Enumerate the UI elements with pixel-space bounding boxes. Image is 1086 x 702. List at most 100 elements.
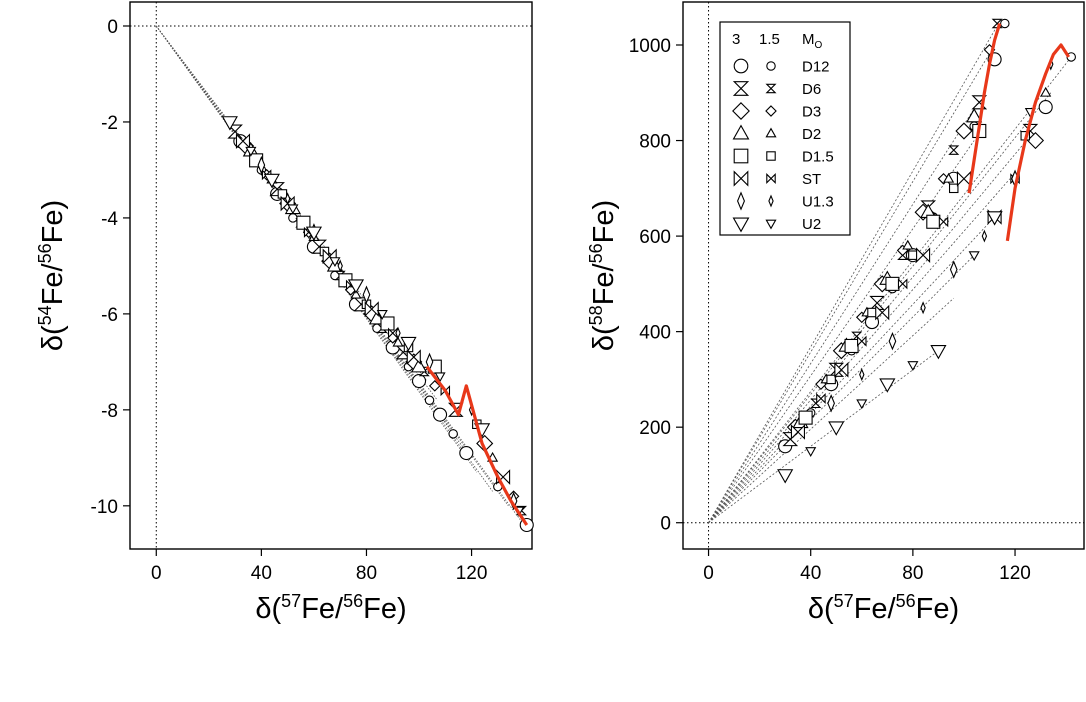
data-point <box>392 336 404 347</box>
legend-symbol-small <box>766 61 776 71</box>
y-tick-label: 0 <box>107 17 118 38</box>
legend-symbol-large <box>732 217 750 233</box>
data-point <box>380 316 395 331</box>
y-tick-label: -2 <box>101 113 118 134</box>
data-point <box>235 133 251 149</box>
legend-symbol-small <box>766 151 776 161</box>
legend-label: ST <box>802 171 821 188</box>
data-point <box>981 229 988 243</box>
data-point <box>805 447 817 458</box>
data-point <box>1038 100 1053 115</box>
highlight-line <box>967 23 1002 194</box>
x-axis-label: δ(57Fe/56Fe) <box>255 591 406 625</box>
data-point <box>897 278 908 290</box>
highlight-line <box>1005 43 1071 242</box>
legend-header-col1: 3 <box>732 31 740 48</box>
fan-line <box>708 216 995 523</box>
data-point <box>790 424 805 440</box>
data-point <box>350 288 362 299</box>
legend-label: D3 <box>802 104 821 121</box>
x-tick-label: 80 <box>902 563 923 584</box>
data-point <box>221 116 238 131</box>
x-tick-label: 120 <box>456 563 488 584</box>
data-point <box>844 338 859 354</box>
data-point <box>245 146 257 157</box>
data-point <box>826 374 836 385</box>
legend-label: U1.3 <box>802 194 834 211</box>
data-point <box>968 251 980 262</box>
legend-symbol-large <box>732 124 750 140</box>
data-point <box>867 307 877 318</box>
data-point <box>432 407 448 422</box>
data-point <box>410 358 428 373</box>
data-point <box>827 394 835 413</box>
y-tick-label: -8 <box>101 401 118 422</box>
data-point <box>376 309 388 320</box>
y-tick-label: 800 <box>639 132 671 153</box>
legend-symbol-large <box>737 191 745 211</box>
x-axis-label: δ(57Fe/56Fe) <box>808 591 959 625</box>
data-point <box>1026 131 1045 150</box>
fan-line <box>708 350 939 524</box>
data-point <box>305 226 323 241</box>
data-point <box>395 326 401 340</box>
data-point <box>926 214 941 229</box>
x-tick-label: 120 <box>999 563 1031 584</box>
data-point <box>908 250 918 260</box>
y-tick-label: -6 <box>101 305 118 326</box>
data-point <box>296 215 311 230</box>
y-axis-label: δ(58Fe/56Fe) <box>586 200 620 351</box>
x-tick-label: 80 <box>356 563 377 584</box>
y-axis-label: δ(54Fe/56Fe) <box>35 200 69 351</box>
data-point <box>428 380 441 392</box>
data-point <box>337 259 343 273</box>
legend-symbol-large <box>733 170 749 187</box>
data-point <box>859 368 865 382</box>
data-point <box>257 155 266 175</box>
data-point <box>885 276 900 291</box>
data-point <box>364 301 379 317</box>
legend-symbol-small <box>765 219 777 230</box>
fan-line <box>708 178 1011 523</box>
fan-line <box>708 44 995 523</box>
data-point <box>948 183 959 194</box>
data-point <box>902 239 914 250</box>
data-point <box>955 122 973 140</box>
data-point <box>930 344 947 360</box>
data-point <box>448 429 458 439</box>
y-tick-label: -10 <box>91 497 118 518</box>
data-point <box>777 469 794 484</box>
legend-label: U2 <box>802 216 821 233</box>
legend-label: D6 <box>802 81 821 98</box>
data-point <box>888 331 897 351</box>
y-tick-label: 600 <box>639 227 671 248</box>
data-point <box>816 392 826 405</box>
y-tick-label: 1000 <box>629 36 671 57</box>
data-point <box>227 124 243 139</box>
legend-label: D1.5 <box>802 149 834 166</box>
legend-symbol-small <box>768 194 774 208</box>
data-point <box>459 445 474 461</box>
y-tick-label: -4 <box>101 209 118 230</box>
fan-line <box>708 92 1052 523</box>
legend-symbol-small <box>765 127 777 138</box>
legend-symbol-large <box>732 102 750 120</box>
data-point <box>986 211 1003 226</box>
x-tick-label: 40 <box>800 563 821 584</box>
data-point <box>875 304 890 321</box>
data-point <box>1000 18 1010 29</box>
data-point <box>798 410 813 425</box>
legend-symbol-small <box>765 83 777 94</box>
y-tick-label: 200 <box>639 418 671 439</box>
fan-line <box>708 254 975 524</box>
data-point <box>329 257 341 268</box>
plot-frame <box>129 1 533 550</box>
data-point <box>284 192 291 206</box>
data-point <box>424 395 435 406</box>
data-point <box>949 260 958 279</box>
data-point <box>828 421 845 436</box>
legend-symbol-large <box>733 58 749 74</box>
data-point <box>956 170 972 187</box>
